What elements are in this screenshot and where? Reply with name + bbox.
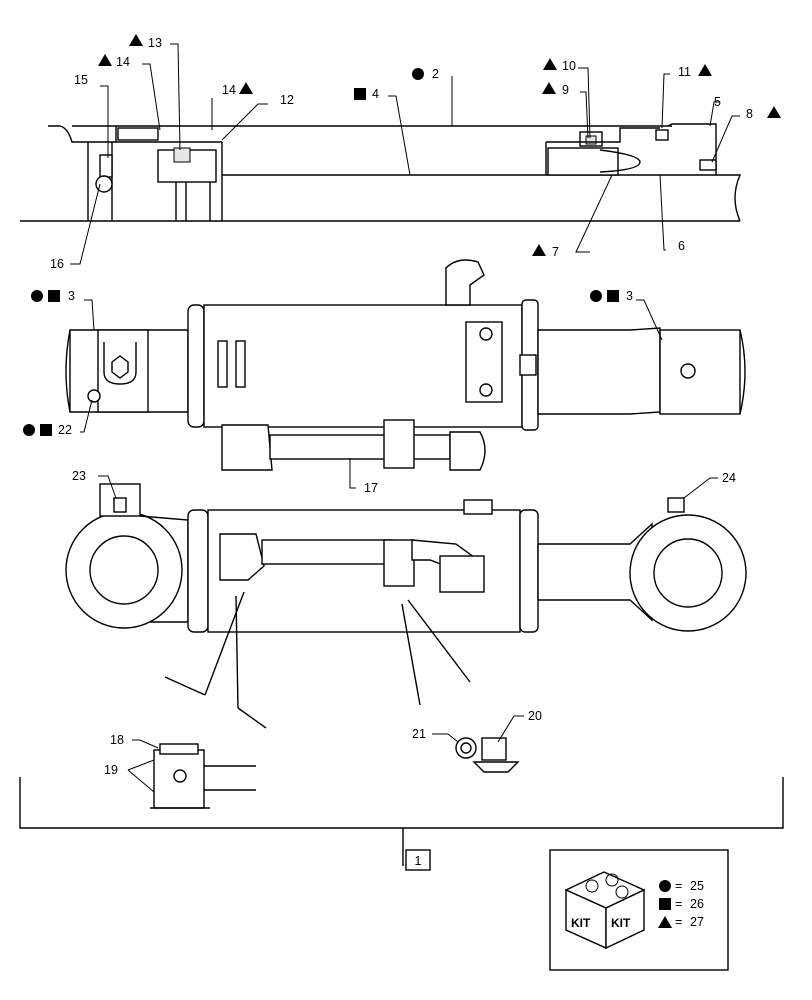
callout-21: 21 [412, 727, 426, 741]
cylinder-front-view [65, 483, 747, 729]
svg-text:2: 2 [432, 67, 439, 81]
kit-legend: KIT KIT = 25 = 26 = 27 [549, 849, 729, 971]
callout-3-right: 3 [590, 289, 633, 303]
callout-13: 13 [129, 34, 162, 50]
callout-10: 10 [543, 58, 576, 73]
svg-text:14: 14 [116, 55, 130, 69]
kit-label-right: KIT [611, 916, 631, 930]
callout-1: 1 [405, 849, 431, 871]
svg-text:5: 5 [714, 95, 721, 109]
callout-17: 17 [364, 481, 378, 495]
callout-4: 4 [354, 87, 379, 101]
callout-8: 8 [746, 106, 781, 121]
svg-text:13: 13 [148, 36, 162, 50]
svg-text:4: 4 [372, 87, 379, 101]
callout-14-right: 14 [222, 82, 253, 97]
callout-12: 12 [280, 93, 294, 107]
svg-text:23: 23 [72, 469, 86, 483]
svg-text:=: = [675, 915, 682, 929]
svg-text:16: 16 [50, 257, 64, 271]
svg-text:14: 14 [222, 83, 236, 97]
callout-14-left: 14 [98, 54, 130, 69]
callout-19: 19 [104, 763, 118, 777]
svg-text:26: 26 [690, 897, 704, 911]
svg-text:18: 18 [110, 733, 124, 747]
callout-5: 5 [714, 95, 721, 109]
callout-6: 6 [678, 239, 685, 253]
svg-text:3: 3 [626, 289, 633, 303]
svg-text:24: 24 [722, 471, 736, 485]
svg-text:22: 22 [58, 423, 72, 437]
svg-text:8: 8 [746, 107, 753, 121]
assembly-bracket [19, 777, 784, 866]
svg-text:25: 25 [690, 879, 704, 893]
svg-text:19: 19 [104, 763, 118, 777]
callout-2: 2 [412, 67, 439, 81]
svg-text:10: 10 [562, 59, 576, 73]
legend-row-square: = 26 [659, 897, 704, 911]
svg-text:15: 15 [74, 73, 88, 87]
kit-box-icon: KIT KIT [564, 871, 646, 950]
fitting-detail-right [455, 737, 520, 773]
cylinder-side-view [65, 259, 746, 471]
callout-11: 11 [678, 64, 712, 79]
svg-text:=: = [675, 879, 682, 893]
callout-23: 23 [72, 469, 86, 483]
svg-text:6: 6 [678, 239, 685, 253]
cylinder-section-view [20, 123, 742, 222]
svg-text:21: 21 [412, 727, 426, 741]
callout-3-left: 3 [31, 289, 75, 303]
svg-text:1: 1 [415, 854, 422, 868]
svg-text:3: 3 [68, 289, 75, 303]
legend-row-circle: = 25 [659, 879, 704, 893]
svg-text:17: 17 [364, 481, 378, 495]
callout-7: 7 [532, 244, 559, 259]
legend-row-triangle: = 27 [658, 915, 704, 929]
svg-text:9: 9 [562, 83, 569, 97]
kit-label-left: KIT [571, 916, 591, 930]
callout-9: 9 [542, 82, 569, 97]
callout-16: 16 [50, 257, 64, 271]
svg-text:27: 27 [690, 915, 704, 929]
callout-22: 22 [23, 423, 72, 437]
callout-24: 24 [722, 471, 736, 485]
callout-18: 18 [110, 733, 124, 747]
callout-15: 15 [74, 73, 88, 87]
svg-text:11: 11 [678, 65, 691, 79]
svg-text:=: = [675, 897, 682, 911]
fitting-detail-left [150, 743, 256, 809]
leader-lines [70, 43, 740, 793]
svg-text:12: 12 [280, 93, 294, 107]
callout-20: 20 [528, 709, 542, 723]
svg-text:7: 7 [552, 245, 559, 259]
svg-text:20: 20 [528, 709, 542, 723]
